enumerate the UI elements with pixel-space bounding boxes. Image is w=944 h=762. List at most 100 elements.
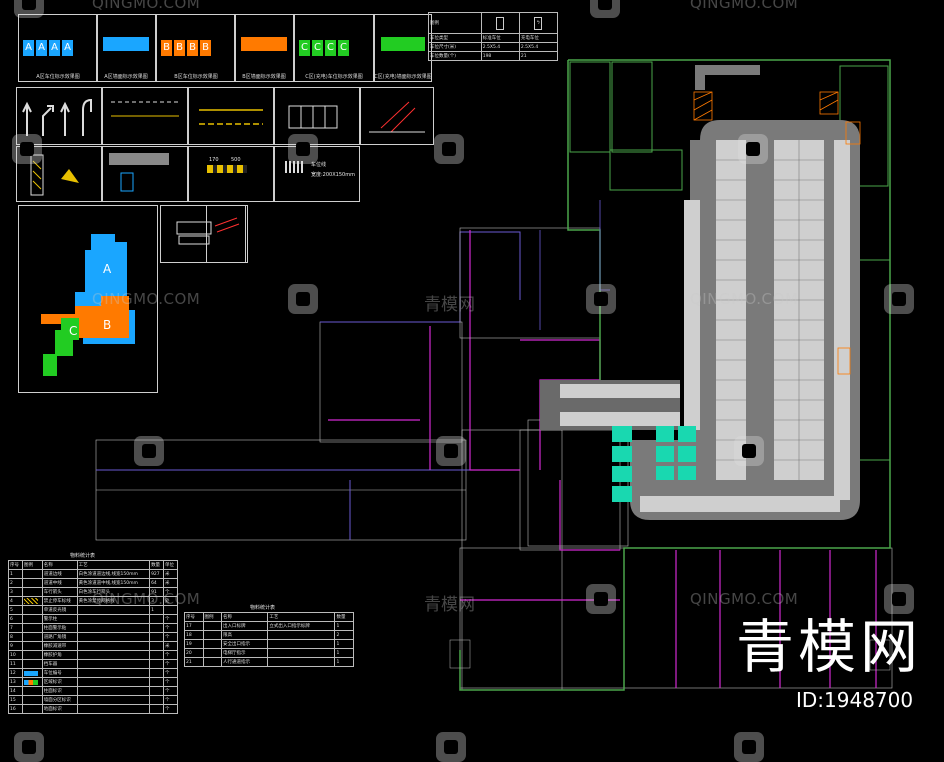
lower-magenta xyxy=(675,550,877,688)
zone-a-stall-caption: A区车位标示效果图 xyxy=(36,74,80,80)
bottom-stairs xyxy=(449,639,891,671)
dimension-label-a: 170 xyxy=(209,157,219,163)
watermark-logo-icon xyxy=(14,732,44,762)
stall-line-note: 车位线 xyxy=(311,162,327,168)
watermark-logo-icon xyxy=(436,436,466,466)
small-sign-detail-1 xyxy=(160,205,246,263)
watermark-cn: 青模网 xyxy=(424,595,475,615)
watermark-en: QINGMO.COM xyxy=(690,290,799,308)
watermark-cn: 青模网 xyxy=(424,295,475,315)
entry-ramp xyxy=(695,65,760,90)
brand-logo-text: 青模网 xyxy=(736,613,923,681)
zone-b-area xyxy=(41,296,129,338)
watermark-logo-icon xyxy=(12,134,42,164)
speed-bump-detail xyxy=(102,146,188,202)
watermark-en: QINGMO.COM xyxy=(92,590,201,608)
arrow-detail-panel xyxy=(16,87,102,145)
speed-bump-swatch xyxy=(207,165,247,173)
watermark-en: QINGMO.COM xyxy=(92,0,201,12)
zone-a-label: A xyxy=(103,262,112,276)
zone-a-wall-caption: A区墙面标示效果图 xyxy=(104,74,148,80)
stall-size-note: 宽度:200X150mm xyxy=(311,172,355,178)
watermark-logo-icon xyxy=(434,134,464,164)
zone-b-label: B xyxy=(103,318,112,332)
watermark-logo-icon xyxy=(288,134,318,164)
zone-b-wall-legend: B区墙面标示效果图 xyxy=(234,14,294,82)
yellow-line-detail xyxy=(188,87,274,145)
watermark-logo-icon xyxy=(586,284,616,314)
no-parking-hatch xyxy=(693,91,861,375)
watermark-logo-icon xyxy=(586,584,616,614)
watermark-logo-icon xyxy=(590,0,620,18)
zone-c-label: C xyxy=(69,324,78,338)
material-table-1-header: 序号图例名称工艺数量单位 xyxy=(8,560,178,570)
dimension-label-b: 500 xyxy=(231,157,241,163)
hatching-detail xyxy=(360,87,434,145)
watermark-en: QINGMO.COM xyxy=(690,0,799,12)
stall-dividers xyxy=(716,140,824,480)
watermark-logo-icon xyxy=(134,436,164,466)
small-sign-detail-2 xyxy=(206,205,248,263)
lane-line-detail xyxy=(102,87,188,145)
zone-a-wall-legend: A区墙面标示效果图 xyxy=(96,14,156,82)
right-partitions xyxy=(539,200,610,330)
watermark-logo-icon xyxy=(436,732,466,762)
watermark-en: QINGMO.COM xyxy=(92,290,201,308)
watermark-logo-icon xyxy=(884,584,914,614)
watermark-logo-icon xyxy=(734,732,764,762)
bump-dimension-detail: 170 500 xyxy=(188,146,274,202)
stall-stripe-swatch xyxy=(285,161,303,173)
column-guard-detail xyxy=(16,146,102,202)
watermark-logo-icon xyxy=(288,284,318,314)
stall-layout-detail xyxy=(274,87,360,145)
arrow-marking-icons xyxy=(22,98,92,136)
zone-c-stall-caption: C区(充电)车位标示效果图 xyxy=(305,74,363,80)
zone-b-wall-caption: B区墙面标示效果图 xyxy=(242,74,286,80)
zone-c-wall-caption: C区(充电)墙面标示效果图 xyxy=(374,74,432,80)
magenta-fire-lines xyxy=(328,230,620,601)
material-table-2-header: 序号图例名称工艺数量 xyxy=(184,612,354,622)
watermark-logo-icon xyxy=(738,134,768,164)
purple-partitions xyxy=(96,231,521,540)
watermark-logo-icon xyxy=(14,0,44,18)
zone-b-stall-caption: B区车位标示效果图 xyxy=(174,74,218,80)
zone-b-wall-swatch xyxy=(241,37,287,51)
zone-c-area xyxy=(43,318,79,376)
material-table-2-title: 物料统计表 xyxy=(250,605,276,611)
zone-a-wall-swatch xyxy=(103,37,149,51)
watermark-logo-icon xyxy=(884,284,914,314)
watermark-logo-icon xyxy=(734,436,764,466)
model-id-label: ID:1948700 xyxy=(796,688,914,712)
zone-c-wall-swatch xyxy=(381,37,425,51)
stall-number-detail: 车位线 宽度:200X150mm xyxy=(274,146,360,202)
zone-color-map: A B C xyxy=(18,205,158,393)
